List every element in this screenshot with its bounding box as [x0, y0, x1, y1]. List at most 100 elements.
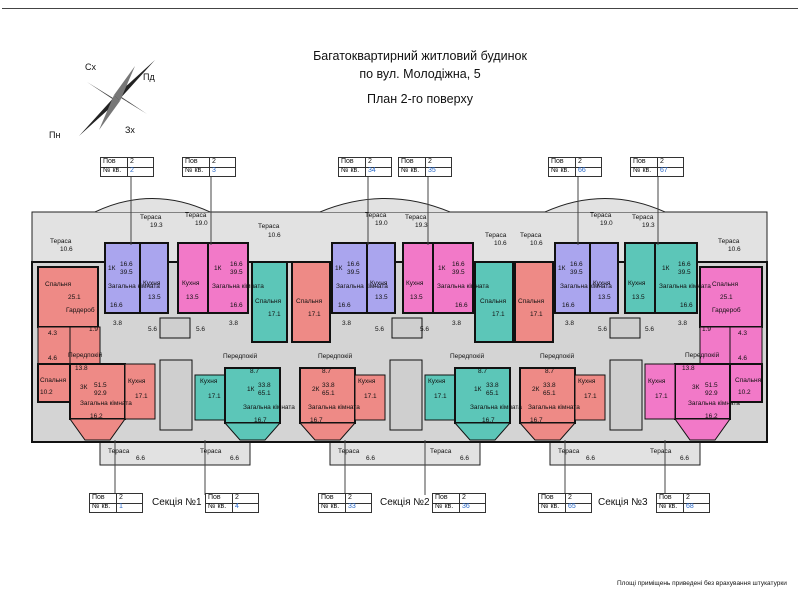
room-area: 13.8 [75, 365, 88, 372]
room-area: 17.1 [655, 393, 668, 400]
room-area: 8.7 [478, 368, 488, 375]
footnote: Площі приміщень приведені без врахування… [617, 580, 787, 587]
room-label: Кухня [648, 378, 666, 385]
apt-type: 1К [558, 265, 566, 272]
apt-total-area: 39.5 [570, 269, 583, 276]
room-label: Кухня [628, 280, 646, 287]
floor-value: 2 [565, 494, 589, 503]
apt-living-area: 51.5 [94, 382, 107, 389]
room-area: 4.3 [738, 330, 748, 337]
apt-living-area: 33.8 [322, 382, 335, 389]
floor-label: Пов [185, 158, 198, 165]
floor-plan-title: План 2-го поверху [367, 92, 473, 106]
room-label: Загальна кімната [212, 283, 264, 290]
room-label: Тераса [365, 212, 387, 219]
room-label: Загальна кімната [437, 283, 489, 290]
room-area: 19.0 [600, 220, 613, 227]
floor-label: Пов [541, 494, 554, 501]
floor-value: 2 [425, 158, 449, 167]
room-area: 17.1 [492, 311, 505, 318]
room-area: 19.3 [150, 222, 163, 229]
room-area: 5.6 [148, 326, 158, 333]
room-area: 17.1 [434, 393, 447, 400]
room-label: Тераса [430, 448, 452, 455]
room-label: Спальня [518, 298, 545, 305]
apt-type: 3К [692, 384, 700, 391]
section-3-rooms [514, 242, 763, 441]
room-area: 19.3 [415, 222, 428, 229]
room-area: 10.6 [530, 240, 543, 247]
room-area: 17.1 [364, 393, 377, 400]
apt-total-area: 92.9 [94, 390, 107, 397]
apt-label: № кв. [659, 503, 678, 510]
room-area: 17.1 [268, 311, 281, 318]
apt-type: 1К [474, 386, 482, 393]
room-label: Кухня [358, 378, 376, 385]
apt-number: 67 [657, 167, 681, 176]
room-label: Гардероб [712, 307, 741, 314]
building-address: по вул. Молодіжна, 5 [359, 67, 481, 81]
room-area: 8.7 [250, 368, 260, 375]
floor-label: Пов [633, 158, 646, 165]
apt-number: 34 [365, 167, 389, 176]
apt-total-area: 39.5 [347, 269, 360, 276]
room-area: 4.3 [48, 330, 58, 337]
room-area: 16.2 [90, 413, 103, 420]
room-area: 19.3 [642, 222, 655, 229]
section-2-rooms [291, 242, 514, 441]
apt-label: № кв. [103, 167, 122, 174]
floor-label: Пов [92, 494, 105, 501]
apt-number: 2 [127, 167, 151, 176]
floor-value: 2 [345, 494, 369, 503]
apt-type: 1К [438, 265, 446, 272]
apt-number: 36 [459, 503, 483, 512]
apt-label: № кв. [208, 503, 227, 510]
apt-living-area: 33.8 [258, 382, 271, 389]
apt-total-area: 65.1 [486, 390, 499, 397]
floor-label: Пов [659, 494, 672, 501]
compass-rose-icon: Сх Пд Пн Зх [45, 60, 155, 145]
apt-total-area: 39.5 [678, 269, 691, 276]
apt-label: № кв. [185, 167, 204, 174]
apt-type: 2К [312, 386, 320, 393]
room-label: Тераса [590, 212, 612, 219]
compass-west-label: Зх [125, 125, 135, 135]
room-label: Тераса [405, 214, 427, 221]
floor-value: 2 [232, 494, 256, 503]
apt-type: 1К [108, 265, 116, 272]
compass-south-label: Пд [143, 72, 155, 82]
room-label: Тераса [108, 448, 130, 455]
apt-type: 1К [335, 265, 343, 272]
room-area: 10.2 [738, 389, 751, 396]
room-label: Загальна кімната [336, 283, 388, 290]
room-area: 16.6 [455, 302, 468, 309]
apt-number: 4 [232, 503, 256, 512]
room-area: 16.7 [254, 417, 267, 424]
room-area: 1.9 [702, 326, 712, 333]
room-label: Кухня [578, 378, 596, 385]
apt-living-area: 16.6 [570, 261, 583, 268]
section-label: Секція №1 [152, 497, 202, 508]
apt-total-area: 39.5 [230, 269, 243, 276]
room-area: 19.0 [375, 220, 388, 227]
room-area: 16.2 [705, 413, 718, 420]
room-label: Загальна кімната [243, 404, 295, 411]
apt-living-area: 16.6 [120, 261, 133, 268]
room-label: Кухня [593, 280, 611, 287]
room-label: Спальня [296, 298, 323, 305]
floor-label: Пов [103, 158, 116, 165]
room-area: 8.7 [322, 368, 332, 375]
room-area: 4.6 [48, 355, 58, 362]
room-area: 10.6 [60, 246, 73, 253]
compass-north-label: Пн [49, 130, 61, 140]
apt-type: 1К [247, 386, 255, 393]
room-label: Тераса [520, 232, 542, 239]
room-area: 25.1 [68, 294, 81, 301]
